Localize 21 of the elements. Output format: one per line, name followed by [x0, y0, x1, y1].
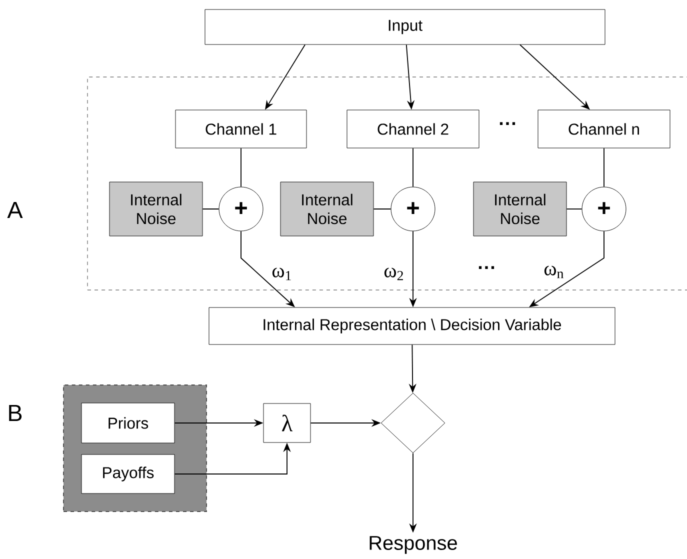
ellipsis: ··· [500, 122, 516, 125]
ellipsis: ··· [478, 266, 494, 269]
representation-box: Internal Representation \ Decision Variable [208, 307, 616, 345]
noise-box: Internal Noise [473, 182, 567, 236]
payoffs-box: Payoffs [81, 454, 175, 494]
edge-label: ω$_{n}$ [542, 264, 566, 280]
channel-box: Channel n [538, 110, 670, 148]
noise-box: Internal Noise [280, 182, 374, 236]
lambda-box: λ [263, 403, 311, 443]
input-box: Input [204, 9, 606, 45]
channel-box: Channel 2 [346, 110, 480, 148]
dashed-region [87, 76, 687, 290]
priors-box: Priors [81, 402, 175, 444]
panel-letter: A [7, 202, 23, 218]
response-text: Response [370, 536, 457, 554]
edge-label: ω$_{2}$ [382, 266, 406, 282]
noise-box: Internal Noise [109, 182, 203, 236]
panel-letter: B [9, 404, 22, 422]
channel-box: Channel 1 [175, 110, 307, 148]
decision-diamond [380, 392, 446, 454]
edge-label: ω$_{1}$ [270, 266, 294, 282]
